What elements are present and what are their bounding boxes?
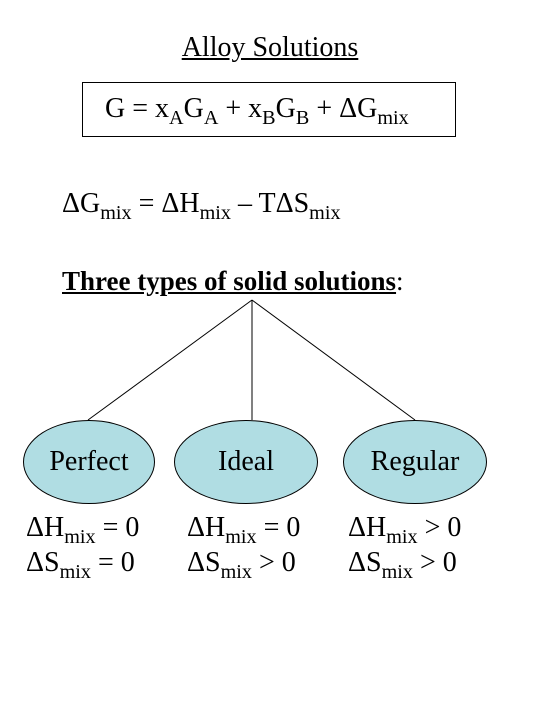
eq-part: ΔG bbox=[62, 188, 101, 219]
enthalpy-condition: ΔHmix = 0 bbox=[187, 510, 301, 549]
types-heading: Three types of solid solutions: bbox=[62, 266, 404, 297]
conditions-regular: ΔHmix > 0 ΔSmix > 0 bbox=[348, 510, 462, 584]
types-heading-colon: : bbox=[396, 266, 404, 296]
oval-label: Perfect bbox=[49, 446, 129, 477]
conditions-ideal: ΔHmix = 0 ΔSmix > 0 bbox=[187, 510, 301, 584]
eq-part: G bbox=[183, 93, 204, 124]
cond-sub: mix bbox=[381, 561, 413, 584]
cond-part: ΔH bbox=[348, 512, 387, 543]
eq-part: + ΔG bbox=[309, 93, 378, 124]
entropy-condition: ΔSmix > 0 bbox=[348, 545, 461, 584]
oval-ideal: Ideal bbox=[174, 420, 318, 504]
enthalpy-condition: ΔHmix > 0 bbox=[348, 510, 462, 549]
eq-part: – TΔS bbox=[230, 188, 310, 219]
eq-part: + x bbox=[218, 93, 263, 124]
cond-part: ΔH bbox=[187, 512, 226, 543]
eq-sub: mix bbox=[199, 202, 231, 225]
cond-sub: mix bbox=[220, 561, 252, 584]
eq-part: = ΔH bbox=[131, 188, 200, 219]
eq-part: G bbox=[275, 93, 296, 124]
page-title: Alloy Solutions bbox=[181, 32, 359, 63]
gibbs-equation-box: G = xAGA + xBGB + ΔGmix bbox=[82, 82, 456, 137]
cond-part: ΔH bbox=[26, 512, 65, 543]
oval-regular: Regular bbox=[343, 420, 487, 504]
cond-part: ΔS bbox=[187, 547, 221, 578]
cond-sub: mix bbox=[64, 526, 96, 549]
eq-sub: B bbox=[295, 107, 310, 130]
cond-sub: mix bbox=[225, 526, 257, 549]
oval-label: Ideal bbox=[218, 446, 274, 477]
entropy-condition: ΔSmix = 0 bbox=[26, 545, 139, 584]
eq-part: G = x bbox=[105, 93, 170, 124]
eq-sub: mix bbox=[377, 107, 409, 130]
cond-sub: mix bbox=[386, 526, 418, 549]
cond-part: > 0 bbox=[251, 547, 296, 578]
oval-label: Regular bbox=[370, 446, 460, 477]
connector-line-perfect bbox=[87, 299, 253, 421]
cond-part: = 0 bbox=[256, 512, 301, 543]
mixing-equation: ΔGmix = ΔHmix – TΔSmix bbox=[62, 188, 341, 223]
oval-perfect: Perfect bbox=[23, 420, 155, 504]
eq-sub: A bbox=[169, 107, 184, 130]
cond-part: > 0 bbox=[417, 512, 462, 543]
cond-part: ΔS bbox=[26, 547, 60, 578]
eq-sub: mix bbox=[309, 202, 341, 225]
cond-sub: mix bbox=[59, 561, 91, 584]
eq-sub: mix bbox=[100, 202, 132, 225]
types-heading-text: Three types of solid solutions bbox=[62, 266, 397, 296]
cond-part: > 0 bbox=[412, 547, 457, 578]
cond-part: = 0 bbox=[90, 547, 135, 578]
enthalpy-condition: ΔHmix = 0 bbox=[26, 510, 140, 549]
cond-part: = 0 bbox=[95, 512, 140, 543]
connector-line-regular bbox=[251, 299, 416, 421]
cond-part: ΔS bbox=[348, 547, 382, 578]
entropy-condition: ΔSmix > 0 bbox=[187, 545, 300, 584]
eq-sub: A bbox=[203, 107, 219, 130]
eq-sub: B bbox=[262, 107, 276, 130]
conditions-perfect: ΔHmix = 0 ΔSmix = 0 bbox=[26, 510, 140, 584]
